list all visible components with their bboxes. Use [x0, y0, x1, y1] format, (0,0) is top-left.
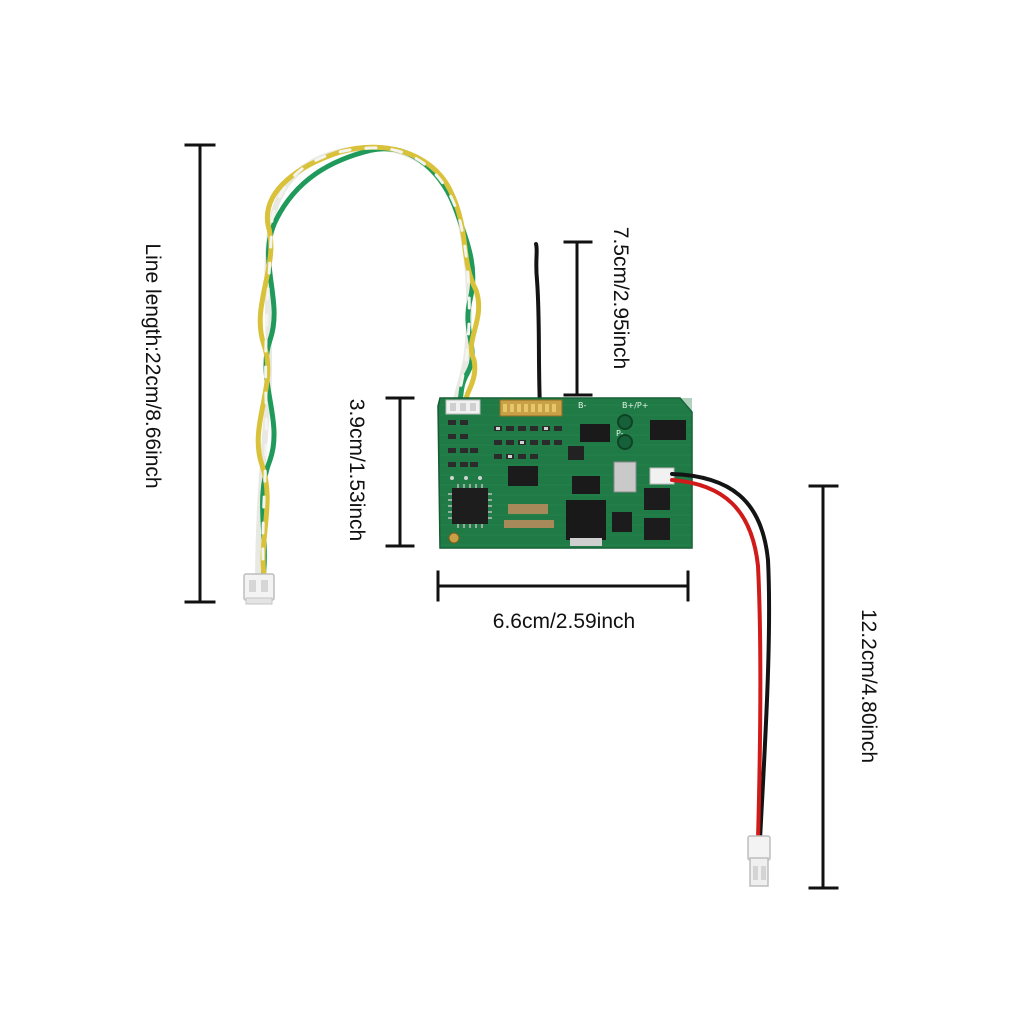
tan-components-2 [504, 520, 554, 528]
small-mosfet-1 [612, 512, 632, 532]
power-lead-socket [649, 467, 675, 485]
power-lead-black [670, 472, 772, 842]
gold-pin-header [499, 399, 563, 417]
test-point-1 [617, 414, 633, 430]
silk-b-minus: B- [578, 401, 586, 410]
power-mosfet-right-1 [644, 488, 670, 510]
antenna-wire [534, 242, 542, 410]
power-lead-red [670, 478, 763, 842]
signal-cable-connector [243, 573, 275, 605]
label-board-width: 6.6cm/2.59inch [493, 610, 635, 633]
test-point-2 [617, 434, 633, 450]
cable-strand-white-overlay [261, 146, 471, 587]
dark-pad-b-plus [650, 420, 686, 440]
microcontroller-chip [448, 484, 492, 528]
silk-b-plus-p-plus: B+/P+ [622, 401, 648, 410]
label-line-length: Line length:22cm/8.66inch [141, 243, 164, 488]
shunt-resistor [613, 461, 637, 493]
power-lead-cable [670, 472, 772, 842]
label-board-height: 3.9cm/1.53inch [345, 399, 368, 541]
dark-pad-b-minus [580, 424, 610, 442]
button-pad [448, 532, 460, 544]
mosfet-tab [570, 538, 602, 546]
driver-chip [508, 466, 538, 486]
mosfet-large [566, 500, 606, 540]
power-lead-connector [747, 835, 771, 887]
capacitor-block [572, 476, 600, 494]
small-chip [568, 446, 584, 460]
dimension-markers [184, 143, 839, 890]
power-mosfet-right-2 [644, 518, 670, 540]
tan-components [508, 504, 548, 514]
label-power-lead-length: 12.2cm/4.80inch [857, 609, 880, 763]
silk-p-minus: P- [616, 429, 624, 438]
silver-pads [450, 427, 548, 480]
pcb-board: B- B+/P+ P- [437, 397, 693, 549]
signal-connector-socket [445, 399, 481, 415]
label-antenna-length: 7.5cm/2.95inch [609, 227, 632, 369]
twisted-signal-cable [255, 144, 482, 588]
